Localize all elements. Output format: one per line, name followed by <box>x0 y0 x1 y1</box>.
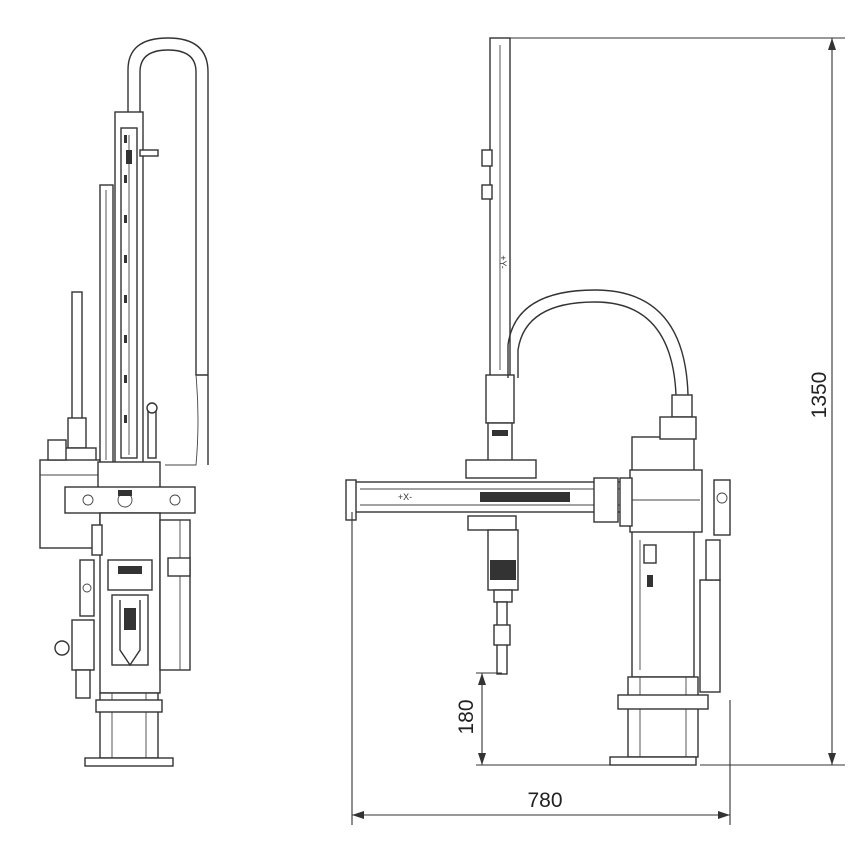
column-base-plate <box>609 756 697 766</box>
side-air-filter <box>71 619 95 671</box>
side-base-plate <box>84 757 174 767</box>
air-cylinder <box>699 579 721 693</box>
y-axis-label: +Y- <box>498 255 508 268</box>
side-guide-rail <box>99 184 114 466</box>
front-cable-arc-outer <box>507 289 689 396</box>
front-cable-arc-inner <box>517 301 677 396</box>
side-cable-loop-inner <box>139 49 208 376</box>
dimension-clearance-label: 180 <box>455 699 478 734</box>
side-cable-loop-outer <box>127 37 209 465</box>
dimension-height-label: 1350 <box>808 372 831 419</box>
side-view <box>39 37 209 767</box>
column-base <box>627 676 699 758</box>
x-beam-brand-plate <box>480 492 570 502</box>
dimension-width-label: 780 <box>527 789 562 812</box>
dimension-annotations: 1350 180 780 <box>351 37 845 825</box>
x-axis-label: +X- <box>398 492 412 502</box>
side-air-pipe <box>71 291 83 423</box>
front-view: +Y- +X- <box>345 37 731 766</box>
